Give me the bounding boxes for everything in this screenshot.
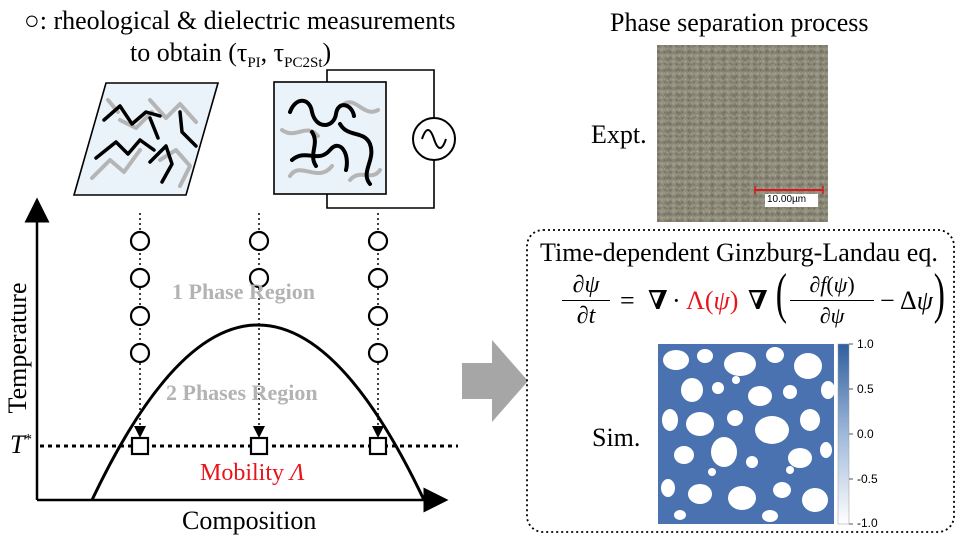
eq-rhs-numerator: ∂f(ψ) — [809, 272, 855, 297]
measurement-circle — [129, 305, 151, 327]
eq-dot: · — [672, 286, 681, 315]
eq-nabla-1: ∇ — [648, 286, 668, 315]
measurement-circle — [367, 342, 389, 364]
rheology-cell — [72, 82, 220, 196]
colorbar-tick: -1.0 — [857, 516, 878, 530]
header-line-1-text: : rheological & dielectric measurements — [39, 6, 456, 35]
eq-big-paren-right: ) — [933, 263, 945, 325]
experimental-image — [657, 45, 828, 222]
mobility-label: Mobility Λ — [200, 460, 305, 487]
tdgl-title: Time-dependent Ginzburg-Landau eq. — [540, 238, 938, 267]
flow-arrow-icon — [462, 340, 528, 422]
ac-source-icon — [412, 117, 456, 161]
measurement-circle — [129, 267, 151, 289]
subscript-pc2st: PC2St — [284, 55, 323, 72]
eq-equals: = — [620, 286, 635, 315]
eq-lhs-numerator: ∂ψ — [572, 272, 600, 298]
quench-square — [249, 436, 269, 456]
quench-square — [368, 436, 388, 456]
eq-minus: − — [880, 286, 895, 315]
header-line-1: ○: rheological & dielectric measurements — [24, 6, 456, 36]
measurement-circle — [248, 267, 270, 289]
x-axis-label: Composition — [182, 506, 317, 535]
measurement-circle — [367, 267, 389, 289]
t-star-base: T — [10, 430, 25, 459]
fraction-bar — [562, 300, 610, 301]
colorbar-tick: 0.5 — [857, 382, 874, 396]
colorbar — [837, 343, 853, 525]
tau-symbol: τ — [236, 38, 248, 67]
colorbar-tick: -0.5 — [857, 472, 878, 486]
open-circle-icon: ○ — [24, 6, 40, 35]
header-line-2-prefix: to obtain ( — [130, 38, 237, 67]
fraction-bar — [790, 300, 874, 301]
measurement-points — [129, 230, 389, 364]
eq-rhs-fraction: ∂f(ψ) ∂ψ — [790, 272, 874, 329]
binodal-curve — [90, 323, 426, 501]
subscript-pi: PI — [247, 55, 261, 72]
eq-lhs-denominator: ∂t — [576, 303, 596, 329]
t-star-label: T* — [10, 430, 32, 460]
eq-laplacian: Δψ — [900, 286, 933, 315]
eq-mobility: Λ(ψ) — [686, 286, 739, 315]
eq-lhs-fraction: ∂ψ ∂t — [562, 272, 610, 329]
mobility-word: Mobility — [200, 460, 285, 486]
eq-big-paren-left: ( — [775, 263, 787, 325]
header-line-2: to obtain (τPI, τPC2St) — [130, 38, 331, 72]
eq-rhs-denominator: ∂ψ — [819, 303, 845, 328]
scale-bar-label: 10.00µm — [767, 194, 807, 205]
tau-symbol: τ — [273, 38, 285, 67]
measurement-circle — [367, 305, 389, 327]
quench-points — [130, 436, 388, 456]
dielectric-cell — [273, 69, 435, 209]
two-phase-region-label: 2 Phases Region — [166, 380, 318, 405]
y-axis-label: Temperature — [3, 282, 32, 414]
header-line-2-suffix: ) — [322, 38, 332, 67]
t-star-superscript: * — [24, 431, 32, 448]
measurement-circle — [248, 230, 270, 252]
colorbar-tick: 1.0 — [857, 337, 874, 351]
right-panel-title: Phase separation process — [610, 8, 869, 37]
quench-square — [130, 436, 150, 456]
measurement-circle — [129, 230, 151, 252]
sim-label: Sim. — [592, 423, 641, 452]
colorbar-tick: 0.0 — [857, 427, 874, 441]
simulation-image — [658, 344, 835, 524]
header-separator: , — [260, 38, 274, 67]
measurement-circle — [367, 230, 389, 252]
expt-label: Expt. — [591, 120, 647, 149]
measurement-circle — [129, 342, 151, 364]
mobility-symbol: Λ — [290, 460, 305, 486]
one-phase-region-label: 1 Phase Region — [172, 279, 315, 304]
eq-nabla-2: ∇ — [748, 286, 768, 315]
